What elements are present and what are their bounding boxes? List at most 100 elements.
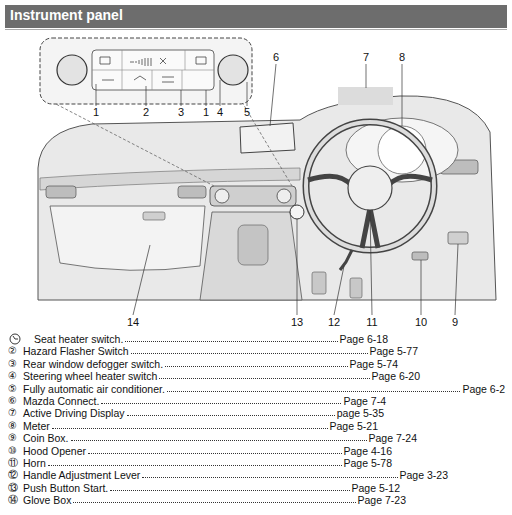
temp-knob [57,55,87,85]
item-name: Push Button Start. [23,482,108,494]
seat-heater-icon [8,333,34,345]
pedal [312,272,326,294]
item-name: Hazard Flasher Switch [23,345,129,357]
dot-leader [167,391,461,392]
page-ref: Page 5-77 [370,345,418,357]
item-number: ⑧ [8,420,23,432]
steering-hub [348,166,392,210]
page-ref: page 5-35 [337,407,384,419]
item-number: ⑥ [8,395,23,407]
item-number: ③ [8,358,23,370]
dashboard [38,96,496,300]
callout-number: 9 [452,316,458,328]
legend-row: ⑥Mazda Connect. Page 7-4 [8,395,386,407]
item-name: Horn [23,457,46,469]
callout-number: 5 [244,106,250,118]
item-name: Glove Box [23,494,71,506]
dot-leader [110,490,349,491]
glove-box-handle [143,212,165,220]
seat-heater-icon [8,333,34,345]
page-ref: Page 7-4 [343,395,386,407]
dot-leader [73,502,355,503]
callout-number: 11 [366,316,377,328]
title: Instrument panel [10,7,123,23]
legend-row: ⑧Meter Page 5-21 [8,420,378,432]
item-name: Meter [23,420,50,432]
callout-number: 13 [291,316,303,328]
dot-leader [52,428,328,429]
legend-row: ④Steering wheel heater switch Page 6-20 [8,370,420,382]
item-number: ⑬ [8,482,23,494]
center-console [200,212,302,300]
page-ref: Page 7-23 [358,494,406,506]
page-ref: Page 6-18 [340,333,388,345]
button-divider [92,70,214,71]
leader-line [96,64,458,315]
hood-opener [412,252,428,260]
page-ref: Page 5-78 [344,457,392,469]
callout-number: 4 [217,106,223,118]
page-ref: Page 6-2 [462,383,505,395]
legend-row: ⑦Active Driving Display page 5-35 [8,407,384,419]
fan-icon [130,58,166,66]
dot-leader [71,440,367,441]
button-icon [100,57,206,64]
legend-row: Seat heater switch. Page 6-18 [8,333,388,345]
legend-row: ⑤Fully automatic air conditioner.Page 6-… [8,383,505,395]
item-name: Active Driving Display [23,407,125,419]
display-screen [240,123,295,153]
item-name: Steering wheel heater switch [23,370,157,382]
item-name: Seat heater switch. [34,333,123,345]
glove-box [50,206,205,270]
item-name: Coin Box. [23,432,69,444]
dot-leader [88,453,341,454]
callout-number: 14 [127,316,139,328]
dot-leader [127,415,335,416]
item-name: Rear window defogger switch. [23,358,163,370]
item-name: Fully automatic air conditioner. [23,383,165,395]
dot-leader [165,366,347,367]
legend-row: ⑩Hood OpenerPage 4-16 [8,445,392,457]
item-name: Hood Opener [23,445,86,457]
callout-number: 1 [93,106,99,118]
page-ref: Page 6-20 [372,370,420,382]
title-band [5,5,507,28]
item-number: ⑪ [8,457,23,469]
callout-number: 12 [328,316,340,328]
item-number: ⑭ [8,494,23,506]
legend-row: ②Hazard Flasher SwitchPage 5-77 [8,345,418,357]
air-vent [178,186,206,198]
legend-row: ⑨Coin Box.Page 7-24 [8,432,417,444]
button-icon [102,76,174,82]
legend-row: ⑫Handle Adjustment LeverPage 3-23 [8,469,448,481]
callout-number: 3 [178,106,184,118]
callout-number: 6 [273,51,279,63]
item-number: ⑦ [8,407,23,419]
item-number: ④ [8,370,23,382]
adjustment-lever [340,250,352,270]
item-number: ⑨ [8,432,23,444]
temp-knob [218,55,248,85]
shifter-bezel [238,225,268,265]
dot-leader [142,477,397,478]
item-name: Mazda Connect. [23,395,99,407]
pedal [350,278,362,298]
icon-mark [13,336,18,339]
dot-leader [101,403,341,404]
page-ref: Page 5-74 [350,358,398,370]
page-ref: Page 5-12 [352,482,400,494]
knob [215,189,229,203]
page-ref: Page 5-21 [330,420,378,432]
callout-number: 2 [143,106,149,118]
icon-circle [10,334,20,344]
head-up-display [338,87,393,105]
legend-row: ③Rear window defogger switch. Page 5-74 [8,358,398,370]
legend-row: ⑪Horn Page 5-78 [8,457,392,469]
dot-leader [125,341,337,342]
item-number: ⑩ [8,445,23,457]
legend-row: ⑬Push Button Start. Page 5-12 [8,482,400,494]
steering-rim [306,122,434,250]
steering-rim [306,122,434,250]
callout-number: 7 [363,51,369,63]
